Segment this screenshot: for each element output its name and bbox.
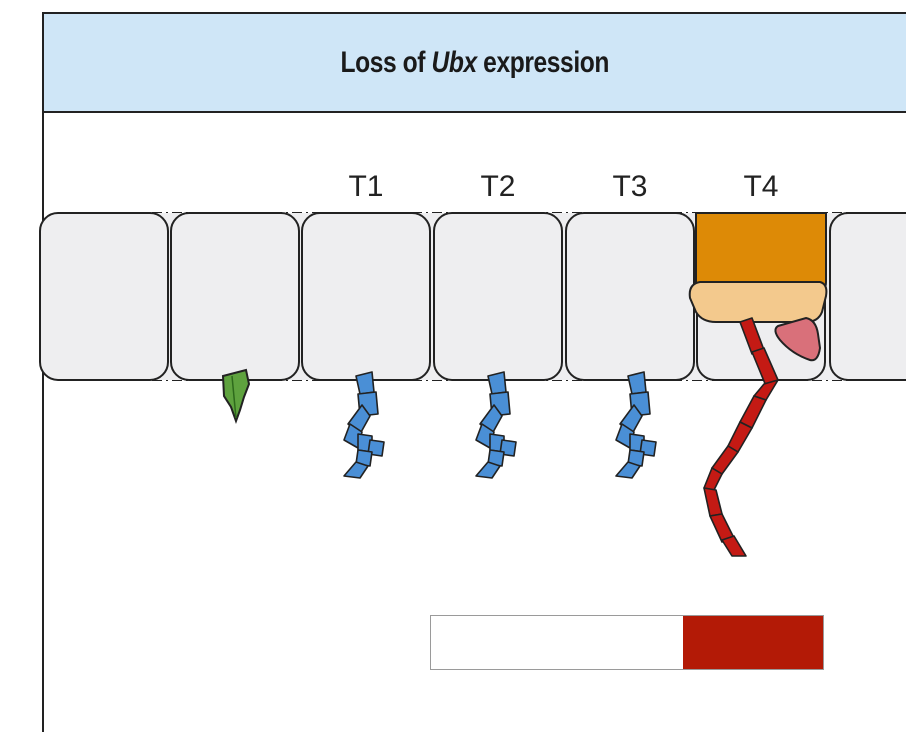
segment-label-t4: T4 bbox=[743, 170, 778, 203]
body-segment-t1 bbox=[301, 212, 431, 381]
t4-pleural-plate bbox=[688, 281, 828, 323]
body-segment-anterior bbox=[39, 212, 169, 381]
transformed-leg-t4 bbox=[703, 317, 779, 557]
t4-tergite bbox=[695, 212, 827, 293]
legend-low-segment bbox=[431, 616, 683, 669]
legend-high-segment bbox=[683, 616, 823, 669]
segment-label-t3: T3 bbox=[612, 170, 647, 203]
gene-name: Ubx bbox=[431, 45, 478, 79]
expression-legend-bar bbox=[430, 615, 824, 670]
thoracic-leg-t3 bbox=[615, 371, 657, 479]
segment-label-t2: T2 bbox=[480, 170, 515, 203]
body-segment-head bbox=[170, 212, 300, 381]
body-segment-t3 bbox=[565, 212, 695, 381]
t4-gill-lobe bbox=[774, 316, 822, 362]
segment-label-t1: T1 bbox=[348, 170, 383, 203]
body-segment-t2 bbox=[433, 212, 563, 381]
thoracic-leg-t2 bbox=[475, 371, 517, 479]
body-segment-posterior bbox=[829, 212, 906, 381]
panel-title: Loss of Ubx expression bbox=[340, 45, 610, 79]
head-appendage bbox=[221, 368, 251, 424]
thoracic-leg-t1 bbox=[343, 371, 385, 479]
panel-title-bar: Loss of Ubx expression bbox=[44, 14, 906, 113]
